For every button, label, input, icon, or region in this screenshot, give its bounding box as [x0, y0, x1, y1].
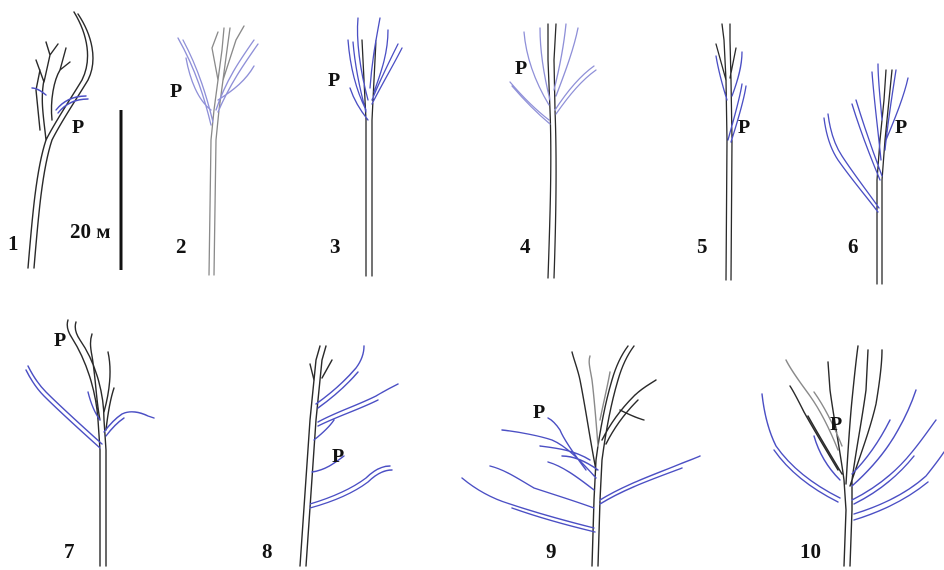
tree-10-number: 10	[800, 539, 821, 563]
tree-8: P 8	[262, 346, 398, 566]
tree-6: P 6	[824, 64, 908, 284]
tree-7: P 7	[26, 320, 154, 566]
tree-7-number: 7	[64, 539, 75, 563]
tree-10: P 10	[762, 346, 944, 566]
tree-8-number: 8	[262, 539, 273, 563]
tree-5: P 5	[697, 24, 750, 280]
scale-bar-label: 20 м	[70, 219, 111, 243]
tree-2-marker: P	[170, 80, 182, 102]
tree-1-marker: P	[72, 116, 84, 138]
tree-5-number: 5	[697, 234, 708, 258]
tree-4-number: 4	[520, 234, 531, 258]
tree-3: P 3	[328, 18, 402, 276]
tree-7-marker: P	[54, 329, 66, 351]
tree-9: P 9	[462, 346, 700, 566]
tree-4-marker: P	[515, 57, 527, 79]
tree-5-marker: P	[738, 116, 750, 138]
tree-6-marker: P	[895, 116, 907, 138]
tree-3-number: 3	[330, 234, 341, 258]
tree-6-number: 6	[848, 234, 859, 258]
tree-8-marker: P	[332, 445, 344, 467]
tree-3-marker: P	[328, 69, 340, 91]
tree-1-number: 1	[8, 231, 19, 255]
tree-2: P 2	[170, 26, 258, 275]
tree-10-marker: P	[830, 413, 842, 435]
tree-9-number: 9	[546, 539, 557, 563]
tree-2-number: 2	[176, 234, 187, 258]
tree-9-marker: P	[533, 401, 545, 423]
tree-4: P 4	[510, 24, 596, 278]
